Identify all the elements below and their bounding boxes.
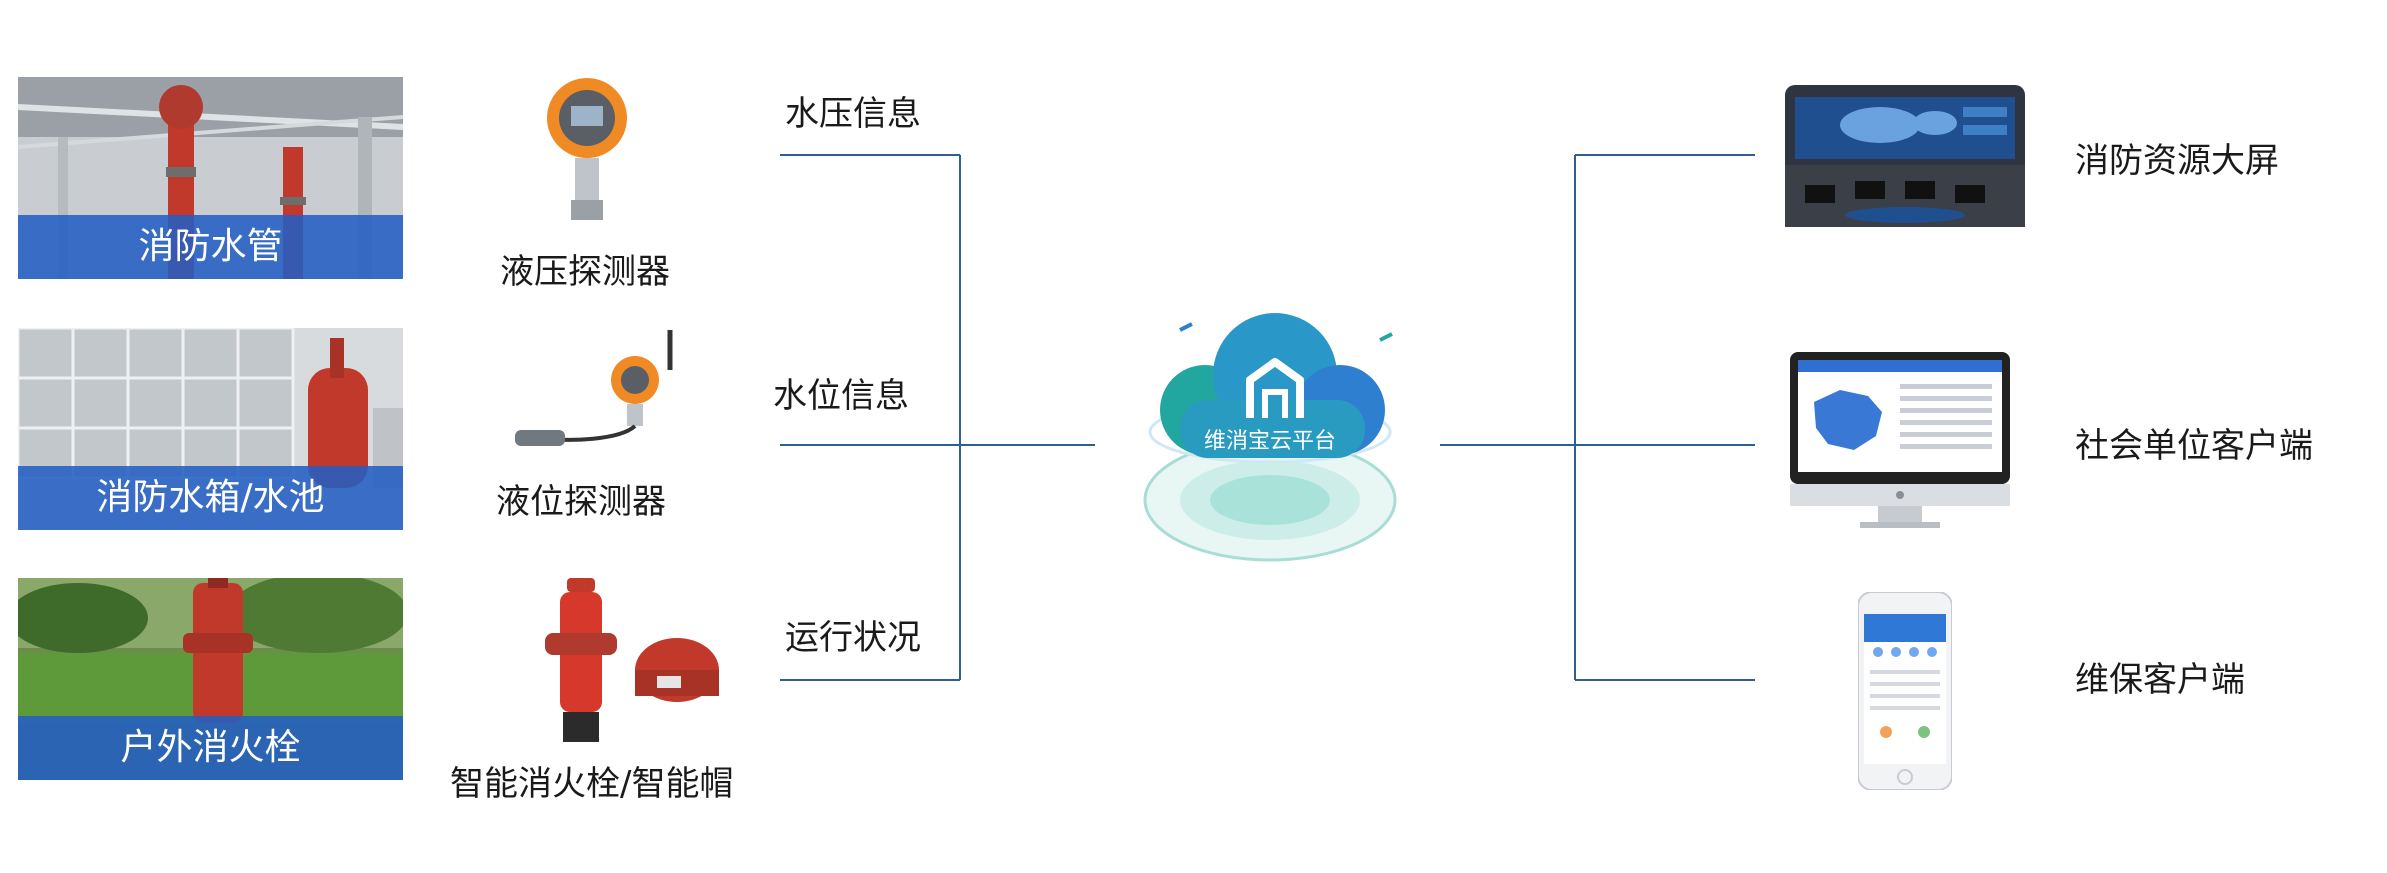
maintenance-client-label: 维保客户端 xyxy=(2075,660,2245,700)
pressure-detector-label: 液压探测器 xyxy=(500,252,670,292)
water-level-info-label: 水位信息 xyxy=(773,376,909,416)
water-pressure-info-label: 水压信息 xyxy=(785,94,921,134)
outdoor-hydrant-caption: 户外消火栓 xyxy=(18,716,403,780)
outdoor-hydrant-photo: 户外消火栓 xyxy=(18,578,403,780)
smart-hydrant-label: 智能消火栓/智能帽 xyxy=(450,764,734,804)
platform-name: 维消宝云平台 xyxy=(1204,429,1336,454)
fire-pipe-photo: 消防水管 xyxy=(18,77,403,279)
big-screen-label: 消防资源大屏 xyxy=(2075,141,2279,181)
cloud-platform-illustration: 维消宝云平台 xyxy=(1143,313,1397,562)
fire-pipe-caption: 消防水管 xyxy=(18,215,403,279)
mobile-phone-image xyxy=(1858,592,1952,790)
level-detector-label: 液位探测器 xyxy=(496,482,666,522)
big-screen-image xyxy=(1785,85,2025,227)
level-detector-icon xyxy=(515,330,673,446)
desktop-monitor-image xyxy=(1790,352,2010,528)
enterprise-client-label: 社会单位客户端 xyxy=(2075,426,2313,466)
pressure-detector-icon xyxy=(547,78,627,220)
operation-status-info-label: 运行状况 xyxy=(785,618,921,658)
smart-hydrant-icon xyxy=(545,578,719,742)
water-tank-photo: 消防水箱/水池 xyxy=(18,328,403,530)
water-tank-caption: 消防水箱/水池 xyxy=(18,466,403,530)
